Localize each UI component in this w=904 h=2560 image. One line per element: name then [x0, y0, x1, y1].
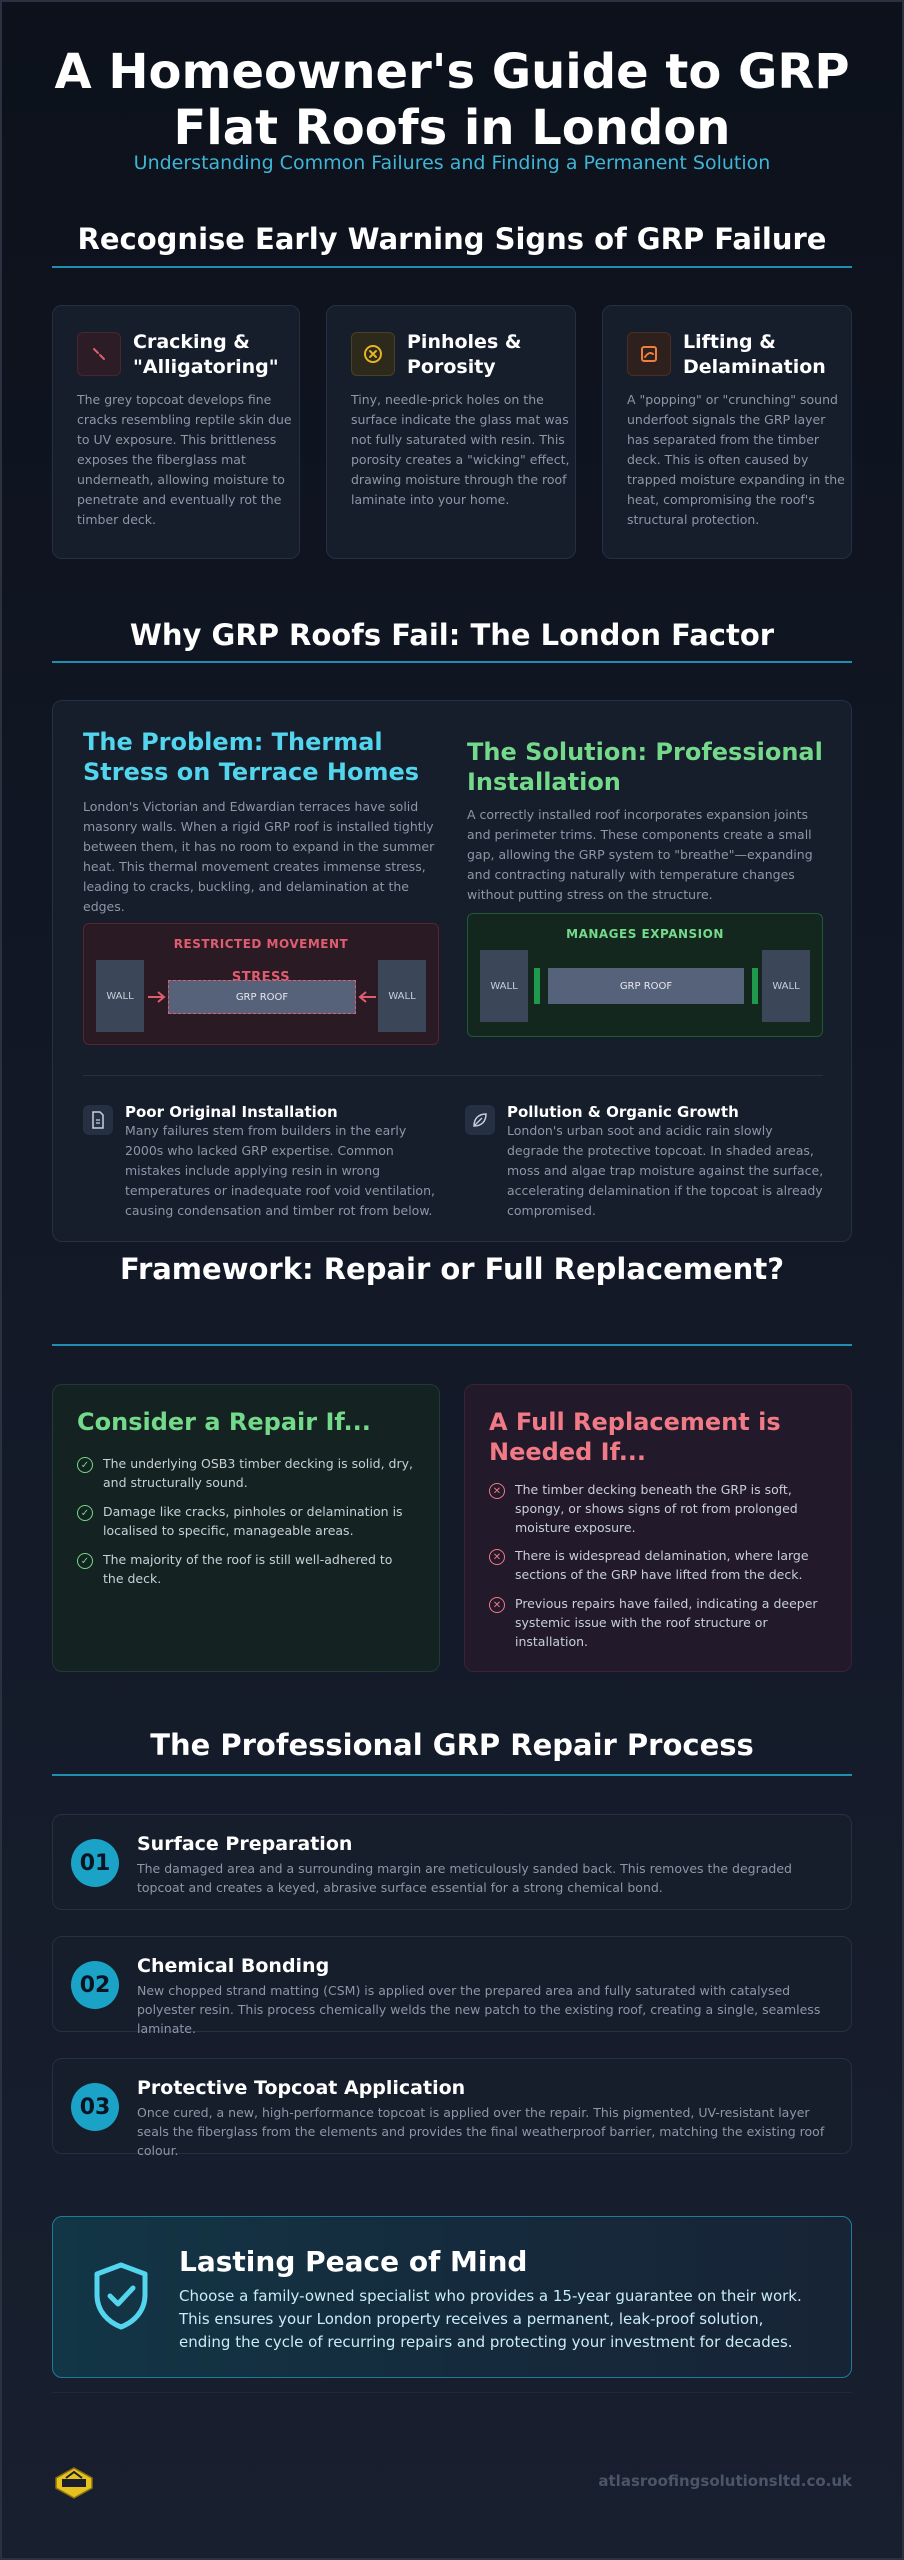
- step-description: New chopped strand matting (CSM) is appl…: [137, 1983, 821, 2036]
- process-step: 01 Surface Preparation The damaged area …: [52, 1814, 852, 1910]
- website-link[interactable]: atlasroofingsolutionsltd.co.uk: [598, 2472, 852, 2490]
- why-card: The Problem: Thermal Stress on Terrace H…: [52, 700, 852, 1242]
- guarantee-callout: Lasting Peace of Mind Choose a family-ow…: [52, 2216, 852, 2378]
- factor-description: Many failures stem from builders in the …: [125, 1123, 435, 1218]
- repair-title: Consider a Repair If...: [77, 1408, 371, 1436]
- page-subtitle: Understanding Common Failures and Findin…: [133, 152, 771, 174]
- sign-card-lifting: Lifting & Delamination A "popping" or "c…: [602, 305, 852, 559]
- lifting-icon: [627, 332, 671, 376]
- step-title: Surface Preparation: [137, 1833, 353, 1855]
- section-divider: [52, 1774, 852, 1776]
- repair-card: Consider a Repair If... ✓ The underlying…: [52, 1384, 440, 1672]
- factor-title: Poor Original Installation: [125, 1103, 338, 1121]
- cracking-icon: [77, 332, 121, 376]
- replacement-title: A Full Replacement is Needed If...: [489, 1408, 781, 1466]
- expansion-joint-right: [752, 968, 758, 1004]
- section-divider: [52, 266, 852, 268]
- grp-roof: GRP ROOF: [548, 968, 744, 1004]
- solution-description: A correctly installed roof incorporates …: [467, 807, 813, 902]
- replacement-criterion: Previous repairs have failed, indicating…: [515, 1596, 818, 1649]
- factor-title: Pollution & Organic Growth: [507, 1103, 739, 1121]
- step-description: The damaged area and a surrounding margi…: [137, 1861, 792, 1895]
- section-divider: [52, 1344, 852, 1346]
- step-description: Once cured, a new, high-performance topc…: [137, 2105, 825, 2158]
- page-title-line-1: A Homeowner's Guide to GRP: [54, 44, 850, 100]
- solution-title: The Solution: Professional Installation: [467, 738, 823, 796]
- arrow-right-icon: [148, 991, 166, 1003]
- leaf-icon: [465, 1105, 495, 1135]
- shield-check-icon: [91, 2261, 151, 2335]
- sign-title: Pinholes & Porosity: [407, 331, 522, 378]
- sign-description: Tiny, needle-prick holes on the surface …: [351, 392, 570, 507]
- wall-left: WALL: [480, 950, 528, 1022]
- replacement-criterion: The timber decking beneath the GRP is so…: [515, 1482, 798, 1535]
- problem-title: The Problem: Thermal Stress on Terrace H…: [83, 728, 420, 786]
- process-section-title: The Professional GRP Repair Process: [150, 1728, 754, 1762]
- repair-criterion: The underlying OSB3 timber decking is so…: [103, 1456, 413, 1490]
- cross-icon: ✕: [489, 1597, 505, 1613]
- check-icon: ✓: [77, 1553, 93, 1569]
- signs-section-title: Recognise Early Warning Signs of GRP Fai…: [77, 222, 827, 256]
- framework-section-title: Framework: Repair or Full Replacement?: [119, 1252, 785, 1286]
- check-icon: ✓: [77, 1457, 93, 1473]
- factor-description: London's urban soot and acidic rain slow…: [507, 1123, 824, 1218]
- atlas-logo-icon[interactable]: [52, 2466, 96, 2504]
- grp-roof: GRP ROOF: [168, 980, 356, 1014]
- expansion-joint-left: [534, 968, 540, 1004]
- sign-description: The grey topcoat develops fine cracks re…: [77, 392, 292, 527]
- step-title: Chemical Bonding: [137, 1955, 330, 1977]
- restricted-movement-diagram: RESTRICTED MOVEMENT STRESS WALL GRP ROOF…: [83, 923, 439, 1045]
- footer-divider: [52, 2392, 852, 2393]
- replacement-criterion: There is widespread delamination, where …: [515, 1548, 809, 1582]
- check-icon: ✓: [77, 1505, 93, 1521]
- pinhole-icon: [351, 332, 395, 376]
- process-step: 02 Chemical Bonding New chopped strand m…: [52, 1936, 852, 2036]
- step-number: 01: [71, 1839, 119, 1887]
- divider: [83, 1075, 823, 1076]
- wall-right: WALL: [762, 950, 810, 1022]
- sign-card-pinholes: Pinholes & Porosity Tiny, needle-prick h…: [326, 305, 576, 559]
- repair-criterion: The majority of the roof is still well-a…: [103, 1552, 393, 1586]
- step-number: 03: [71, 2083, 119, 2131]
- replacement-card: A Full Replacement is Needed If... ✕ The…: [464, 1384, 852, 1672]
- sign-description: A "popping" or "crunching" sound underfo…: [627, 392, 845, 527]
- sign-card-cracking: Cracking & "Alligatoring" The grey topco…: [52, 305, 300, 559]
- page-title-line-2: Flat Roofs in London: [173, 100, 731, 156]
- step-title: Protective Topcoat Application: [137, 2077, 466, 2099]
- arrow-left-icon: [358, 991, 376, 1003]
- page-title: A Homeowner's Guide to GRP Flat Roofs in…: [0, 44, 904, 156]
- process-step: 03 Protective Topcoat Application Once c…: [52, 2058, 852, 2158]
- cross-icon: ✕: [489, 1549, 505, 1565]
- diagram-label: RESTRICTED MOVEMENT: [173, 937, 349, 951]
- cross-icon: ✕: [489, 1483, 505, 1499]
- guarantee-title: Lasting Peace of Mind: [179, 2245, 528, 2278]
- sign-title: Cracking & "Alligatoring": [133, 331, 279, 378]
- manages-expansion-diagram: MANAGES EXPANSION WALL GRP ROOF WALL: [467, 913, 823, 1037]
- wall-right: WALL: [378, 960, 426, 1032]
- document-icon: [83, 1105, 113, 1135]
- step-number: 02: [71, 1961, 119, 2009]
- why-section-title: Why GRP Roofs Fail: The London Factor: [129, 618, 775, 652]
- sign-title: Lifting & Delamination: [683, 331, 826, 378]
- wall-left: WALL: [96, 960, 144, 1032]
- repair-criterion: Damage like cracks, pinholes or delamina…: [103, 1504, 403, 1538]
- diagram-label: MANAGES EXPANSION: [566, 927, 724, 941]
- guarantee-description: Choose a family-owned specialist who pro…: [179, 2287, 802, 2351]
- section-divider: [52, 661, 852, 663]
- problem-description: London's Victorian and Edwardian terrace…: [83, 799, 435, 914]
